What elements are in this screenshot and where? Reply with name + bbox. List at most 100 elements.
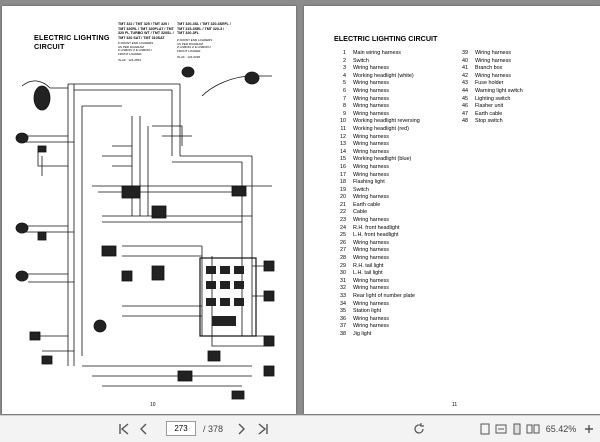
legend-item-number: 46	[462, 103, 468, 110]
legend-item-number: 42	[462, 72, 468, 79]
legend-item-label: Switch	[353, 186, 369, 193]
legend-item: 26 Wiring harness	[332, 240, 420, 248]
title-line-2: CIRCUIT	[34, 42, 65, 51]
note-line: AS PER DIAGRAM	[177, 41, 203, 46]
next-page-icon[interactable]	[234, 422, 248, 436]
fit-width-icon[interactable]	[494, 422, 508, 436]
models-list-left: TMT 322 / TMT 325 / TMT 320 / TMT 320RL …	[118, 22, 176, 40]
legend-item-label: Wiring harness	[353, 239, 389, 246]
legend-item: 8 Wiring harness	[332, 103, 420, 111]
note-left: Z FRONT END LOADERS AS PER DIAGRAM Z LIS…	[118, 41, 153, 63]
legend-item-label: Wiring harness	[353, 141, 389, 148]
legend-item-label: Wiring harness	[475, 57, 511, 64]
single-page-icon[interactable]	[510, 422, 524, 436]
legend-item: 30 L.H. tail light	[332, 270, 420, 278]
legend-item-number: 30	[340, 270, 346, 277]
legend-item-number: 26	[340, 239, 346, 246]
legend-item-number: 14	[340, 148, 346, 155]
legend-item-label: Wiring harness	[475, 50, 511, 56]
legend-item-number: 12	[340, 133, 346, 140]
legend-item-number: 18	[340, 179, 346, 186]
legend-item-label: Wiring harness	[353, 87, 389, 94]
model-line: TMT 320-3SL / TMT 320-3SEFL /	[177, 22, 231, 26]
legend-item-label: L.H. tail light	[353, 270, 383, 277]
legend-item-label: Wiring harness	[353, 110, 389, 117]
diagram-title: ELECTRIC LIGHTING CIRCUIT	[34, 33, 110, 51]
legend-item-number: 10	[340, 118, 346, 125]
legend-item-label: Wiring harness	[353, 277, 389, 284]
prev-page-icon[interactable]	[137, 422, 151, 436]
legend-item-number: 32	[340, 285, 346, 292]
legend-item-label: Jig light	[353, 330, 372, 337]
note-line: Z FRONT END LOADERS	[177, 38, 213, 42]
zoom-in-icon[interactable]	[582, 422, 596, 436]
legend-item-number: 48	[462, 118, 468, 125]
legend-item-label: Station light	[353, 308, 382, 315]
legend-item-number: 8	[343, 103, 346, 110]
legend-item-label: Main wiring harness	[353, 50, 401, 56]
legend-item-number: 45	[462, 95, 468, 102]
legend-item-label: Working headlight reversing	[353, 118, 420, 125]
legend-item-label: Working headlight (white)	[353, 72, 414, 79]
legend-item-number: 7	[343, 95, 346, 102]
legend-item-label: Flashing light	[353, 179, 385, 186]
legend-item-label: Wiring harness	[353, 171, 389, 178]
wiring-diagram	[15, 66, 275, 400]
note-line: FRONT LOADER	[177, 48, 201, 53]
legend-item-label: Wiring harness	[475, 72, 511, 79]
legend-item-number: 2	[343, 57, 346, 64]
legend-item-number: 21	[340, 201, 346, 208]
rotate-icon[interactable]	[412, 422, 426, 436]
first-page-icon[interactable]	[117, 422, 131, 436]
legend-item-label: Earth cable	[475, 110, 503, 117]
title-line-1: ELECTRIC LIGHTING	[34, 33, 110, 42]
legend-item: 7 Wiring harness	[332, 96, 420, 104]
legend-item-number: 28	[340, 255, 346, 262]
zoom-level-label[interactable]: 65.42%	[545, 424, 577, 434]
fit-page-icon[interactable]	[478, 422, 492, 436]
page-number-input[interactable]	[166, 421, 196, 436]
legend-item-number: 19	[340, 186, 346, 193]
last-page-icon[interactable]	[256, 422, 270, 436]
legend-item-label: Wiring harness	[353, 103, 389, 110]
legend-item-number: 20	[340, 194, 346, 201]
model-line: 320 FL TURBO WT / TMT 320SL /	[118, 31, 174, 36]
legend-item-label: Wiring harness	[353, 80, 389, 87]
legend-item-label: Working headlight (blue)	[353, 156, 412, 163]
legend-item-number: 22	[340, 209, 346, 216]
legend-item-label: Wiring harness	[353, 194, 389, 201]
note-ref: IN-AF : 123-6238	[177, 55, 201, 60]
viewer-toolbar: / 378 65.42%	[0, 415, 600, 442]
legend-item-number: 38	[340, 330, 346, 337]
legend-item: 48 Stop switch	[454, 118, 523, 126]
two-page-icon[interactable]	[526, 422, 540, 436]
legend-item-number: 34	[340, 300, 346, 307]
legend-item-label: R.H. tail light	[353, 262, 384, 269]
legend-item-label: Stop switch	[475, 118, 503, 125]
legend-item-number: 13	[340, 141, 346, 148]
legend-item-number: 23	[340, 217, 346, 224]
legend-item-number: 24	[340, 224, 346, 231]
model-line: TMT 322 / TMT 325 / TMT 320 /	[118, 22, 170, 26]
legend-item-label: R.H. front headlight	[353, 224, 400, 231]
legend-item-label: Switch	[353, 57, 369, 64]
legend-item-label: Wiring harness	[353, 95, 389, 102]
legend-item-label: Rear light of number plate	[353, 293, 416, 299]
